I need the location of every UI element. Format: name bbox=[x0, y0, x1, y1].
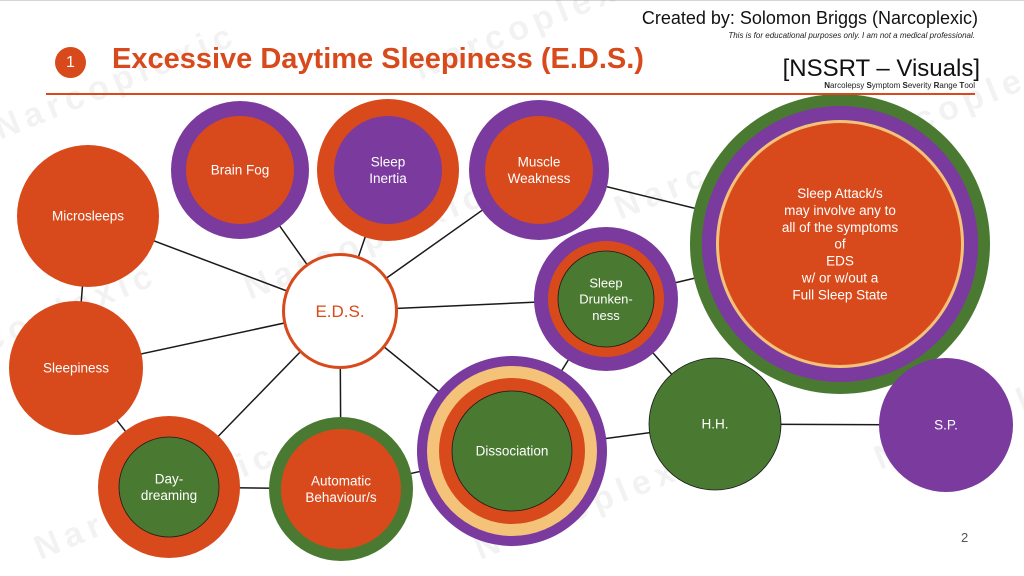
node-sp: S.P. bbox=[879, 358, 1013, 492]
node-ring-outline bbox=[451, 390, 573, 512]
section-number-badge: 1 bbox=[55, 47, 86, 78]
brand-word-rest: ool bbox=[964, 81, 975, 90]
node-eds: E.D.S. bbox=[282, 253, 398, 369]
page-number: 2 bbox=[961, 530, 969, 545]
brand-subtitle: Narcolepsy Symptom Severity Range Tool bbox=[824, 81, 975, 90]
node-ring bbox=[334, 116, 442, 224]
node-label: H.H. bbox=[702, 417, 729, 432]
brand-initial: T bbox=[959, 81, 965, 90]
node-ring bbox=[9, 301, 143, 435]
node-label: E.D.S. bbox=[315, 302, 364, 321]
node-ring bbox=[452, 391, 572, 511]
node-ring-outline bbox=[118, 436, 220, 538]
node-label: Day-dreaming bbox=[141, 471, 197, 503]
brand-initial: S bbox=[866, 81, 872, 90]
node-label: Microsleeps bbox=[52, 209, 124, 224]
node-brain-fog: Brain Fog bbox=[171, 101, 309, 239]
node-ring bbox=[879, 358, 1013, 492]
brand-word-rest: ange bbox=[939, 81, 960, 90]
node-ring bbox=[119, 437, 219, 537]
brand-word-rest: ymptom bbox=[871, 81, 903, 90]
brand-word-rest: arcolepsy bbox=[829, 81, 867, 90]
node-label: Brain Fog bbox=[211, 163, 270, 178]
node-ring bbox=[649, 358, 781, 490]
credit-line: Created by: Solomon Briggs (Narcoplexic) bbox=[641, 8, 978, 28]
node-microsleeps: Microsleeps bbox=[17, 145, 159, 287]
brand-title: [NSSRT – Visuals] bbox=[782, 55, 980, 82]
brand-initial: R bbox=[933, 81, 940, 90]
node-ring bbox=[558, 251, 654, 347]
node-hh: H.H. bbox=[648, 357, 782, 491]
node-ring bbox=[285, 256, 395, 366]
brand-word-rest: everity bbox=[907, 81, 934, 90]
node-ring bbox=[281, 429, 401, 549]
node-ring bbox=[719, 123, 961, 365]
node-ring-outline bbox=[648, 357, 782, 491]
top-border bbox=[0, 0, 1024, 1]
node-ring bbox=[186, 116, 294, 224]
disclaimer: This is for educational purposes only. I… bbox=[728, 31, 975, 40]
node-ring bbox=[17, 145, 159, 287]
slide-title: Excessive Daytime Sleepiness (E.D.S.) bbox=[112, 43, 644, 75]
node-daydreaming: Day-dreaming bbox=[98, 416, 240, 558]
node-dissociation: Dissociation bbox=[417, 356, 607, 546]
title-underline bbox=[46, 93, 975, 95]
node-label: Sleepiness bbox=[43, 361, 109, 376]
node-label: Dissociation bbox=[476, 444, 549, 459]
node-ring bbox=[485, 116, 593, 224]
node-ring-outline bbox=[557, 250, 655, 348]
node-label: S.P. bbox=[934, 418, 958, 433]
brand-initial: S bbox=[902, 81, 908, 90]
brand-initial: N bbox=[824, 81, 830, 90]
node-sleepiness: Sleepiness bbox=[9, 301, 143, 435]
